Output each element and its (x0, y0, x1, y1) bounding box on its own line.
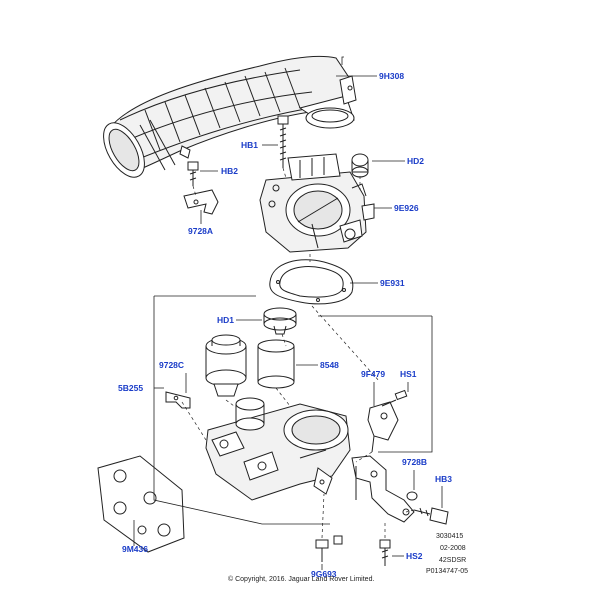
label-9728b: 9728B (402, 457, 428, 467)
meta-partref: P0134747-05 (426, 568, 469, 575)
label-8548: 8548 (320, 360, 339, 370)
hose-clip-hd1 (263, 307, 297, 335)
dashed-lines (181, 167, 415, 539)
label-9h308: 9H308 (379, 71, 405, 81)
label-hb2: HB2 (221, 166, 239, 176)
label-hb3: HB3 (435, 474, 453, 484)
meta-date: 02-2008 (440, 545, 466, 552)
label-9728a: 9728A (188, 226, 214, 236)
copyright-notice: © Copyright, 2016. Jaguar Land Rover Lim… (228, 576, 375, 583)
bracket-9728c (165, 391, 191, 409)
label-9e926: 9E926 (394, 203, 419, 213)
meta-model: 42SDSR (439, 557, 467, 564)
label-9m436: 9M436 (122, 544, 148, 554)
gasket-9m436 (97, 455, 185, 553)
actuator-canister (205, 334, 247, 397)
label-9728c: 9728C (159, 360, 185, 370)
pin-9g693 (315, 535, 343, 562)
screw-hs1 (381, 389, 408, 407)
meta-code: 3030415 (436, 533, 464, 540)
sensor-9f479 (367, 401, 399, 453)
bracket-9728b (351, 455, 418, 523)
bracket-9728a (183, 189, 219, 215)
air-intake-duct (103, 55, 357, 178)
leader-lines (133, 75, 443, 570)
label-9g693: 9G693 (311, 569, 337, 579)
label-hd2: HD2 (407, 156, 425, 166)
throttle-body-lower (205, 397, 351, 501)
bolt-hb3 (413, 507, 449, 525)
hose-clip-hd2 (351, 153, 369, 178)
filter-8548 (257, 339, 295, 389)
label-9e931: 9E931 (380, 278, 405, 288)
label-5b255: 5B255 (118, 383, 144, 393)
label-hs1: HS1 (400, 369, 417, 379)
assembly-outline (153, 56, 433, 525)
label-9f479: 9F479 (361, 369, 386, 379)
throttle-body-upper (259, 153, 375, 253)
bolt-hb2 (187, 161, 199, 186)
label-hd1: HD1 (217, 315, 235, 325)
label-hb1: HB1 (241, 140, 259, 150)
screw-hs2 (379, 539, 391, 566)
label-hs2: HS2 (406, 551, 423, 561)
bolt-hb1 (277, 115, 289, 168)
gasket-9e931 (269, 259, 354, 305)
